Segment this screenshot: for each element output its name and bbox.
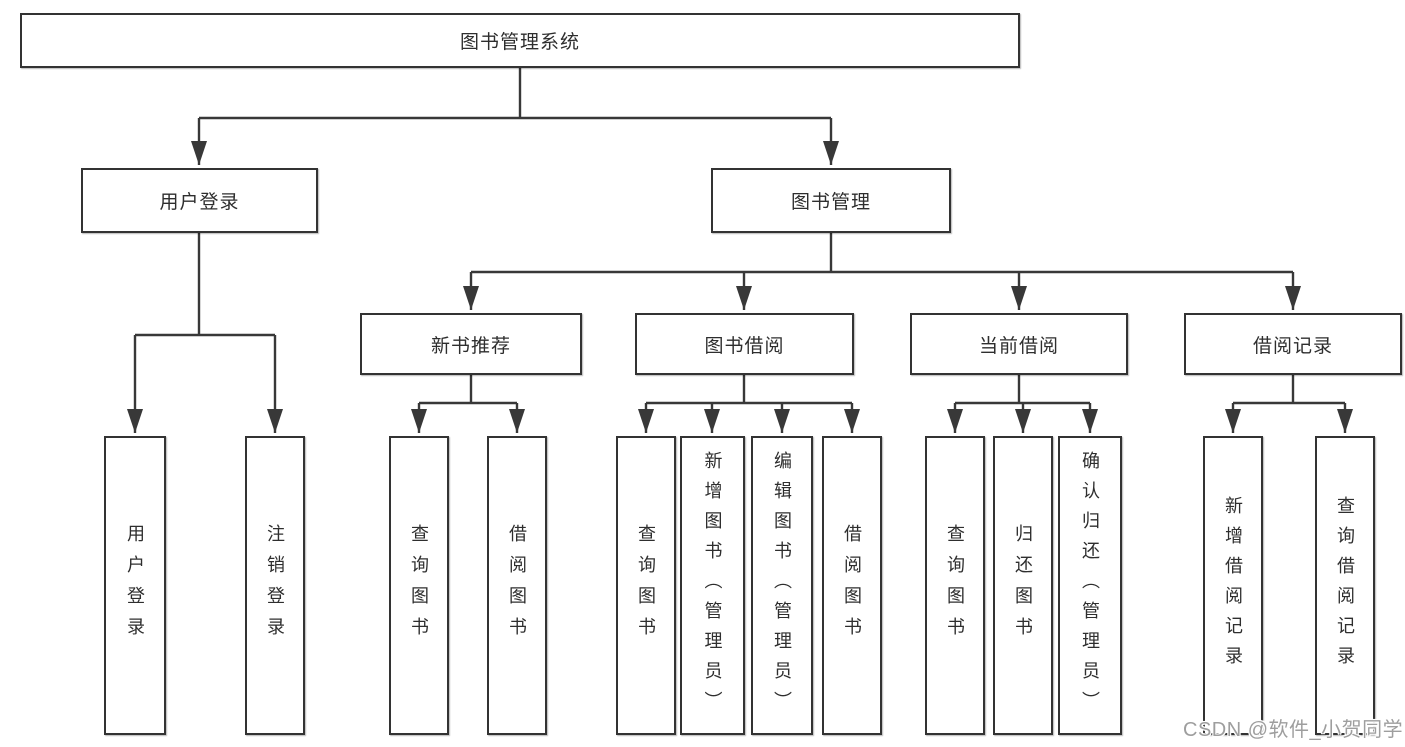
leaf-return-books: 归还图书: [993, 436, 1053, 735]
node-book-borrow: 图书借阅: [635, 313, 854, 375]
leaf-add-borrow-record: 新增借阅记录: [1203, 436, 1263, 735]
leaf-confirm-return-admin: 确认归还（管理员）: [1058, 436, 1122, 735]
connector-book-management-split: [463, 233, 1301, 310]
node-new-book-recommend: 新书推荐: [360, 313, 582, 375]
node-user-login: 用户登录: [81, 168, 318, 233]
node-book-management: 图书管理: [711, 168, 951, 233]
connector-root-split: [191, 68, 839, 165]
leaf-search-books-borrow: 查询图书: [616, 436, 676, 735]
node-borrow-records: 借阅记录: [1184, 313, 1402, 375]
watermark-text: CSDN @软件_小贺同学: [1183, 719, 1404, 741]
leaf-edit-books-admin: 编辑图书（管理员）: [751, 436, 813, 735]
leaf-add-books-admin: 新增图书（管理员）: [680, 436, 745, 735]
leaf-search-borrow-record: 查询借阅记录: [1315, 436, 1375, 735]
connector-book-borrow-split: [638, 375, 860, 433]
leaf-search-books-current: 查询图书: [925, 436, 985, 735]
connector-borrow-records-split: [1225, 375, 1353, 433]
node-current-borrow: 当前借阅: [910, 313, 1128, 375]
leaf-user-login: 用户登录: [104, 436, 166, 735]
leaf-borrow-books: 借阅图书: [822, 436, 882, 735]
leaf-borrow-books-recommend: 借阅图书: [487, 436, 547, 735]
connector-user-login-split: [127, 233, 283, 433]
leaf-logout: 注销登录: [245, 436, 305, 735]
connector-current-borrow-split: [947, 375, 1098, 433]
node-library-system: 图书管理系统: [20, 13, 1020, 68]
connector-new-book-split: [411, 375, 525, 433]
leaf-search-books-recommend: 查询图书: [389, 436, 449, 735]
